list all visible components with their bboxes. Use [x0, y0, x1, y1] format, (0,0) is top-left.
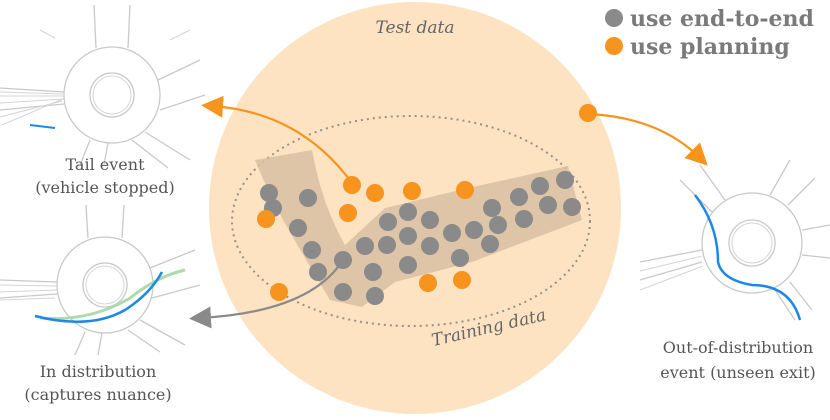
end-to-end-point	[483, 199, 501, 217]
end-to-end-point	[481, 235, 499, 253]
end-to-end-point	[399, 203, 417, 221]
ood-subtitle: event (unseen exit)	[660, 363, 815, 382]
ood-roundabout	[639, 159, 830, 321]
ood-planned-path	[694, 194, 802, 321]
legend-planning-label: use planning	[630, 34, 790, 60]
tail-event-roundabout	[0, 4, 206, 169]
end-to-end-point	[334, 283, 352, 301]
tail-event-path	[29, 124, 56, 129]
end-to-end-point	[399, 256, 417, 274]
end-to-end-point	[563, 198, 581, 216]
end-to-end-point	[443, 224, 461, 242]
end-to-end-point	[465, 221, 483, 239]
legend-end-to-end-marker	[605, 9, 623, 27]
end-to-end-point	[451, 249, 469, 267]
planning-point	[270, 283, 288, 301]
end-to-end-point	[364, 263, 382, 281]
legend-end-to-end-label: use end-to-end	[630, 6, 814, 32]
planning-point	[403, 182, 421, 200]
end-to-end-point	[303, 241, 321, 259]
end-to-end-point	[421, 211, 439, 229]
in-distribution-subtitle: (captures nuance)	[24, 385, 171, 404]
planning-point	[419, 274, 437, 292]
end-to-end-point	[515, 210, 533, 228]
end-to-end-point	[356, 237, 374, 255]
end-to-end-point	[378, 236, 396, 254]
in-distribution-planned-path	[34, 271, 164, 324]
in-distribution-arrow	[189, 259, 344, 329]
in-distribution-title: In distribution	[40, 362, 157, 381]
tail-event-arrow	[201, 95, 353, 184]
tail-event-subtitle: (vehicle stopped)	[35, 178, 175, 197]
planning-point	[343, 176, 361, 194]
end-to-end-point	[556, 171, 574, 189]
in-distribution-expert-path	[39, 268, 186, 321]
end-to-end-point	[260, 184, 278, 202]
planning-point	[257, 210, 275, 228]
end-to-end-point	[399, 227, 417, 245]
end-to-end-points	[260, 171, 581, 305]
training-data-region	[231, 115, 591, 327]
ood-title: Out-of-distribution	[663, 338, 813, 357]
end-to-end-point	[489, 216, 507, 234]
in-distribution-roundabout	[0, 204, 201, 356]
end-to-end-point	[299, 189, 317, 207]
end-to-end-point	[289, 219, 307, 237]
tail-event-title: Tail event	[66, 155, 146, 174]
end-to-end-point	[366, 287, 384, 305]
planning-point	[339, 204, 357, 222]
planning-point	[453, 271, 471, 289]
ood-event-arrow	[589, 112, 708, 166]
end-to-end-point	[510, 188, 528, 206]
end-to-end-point	[334, 251, 352, 269]
planning-point	[456, 181, 474, 199]
test-data-label: Test data	[375, 18, 454, 38]
end-to-end-point	[531, 177, 549, 195]
end-to-end-point	[421, 237, 439, 255]
legend-planning-marker	[605, 37, 623, 55]
planning-point	[366, 184, 384, 202]
end-to-end-point	[539, 196, 557, 214]
planning-point	[579, 104, 597, 122]
end-to-end-point	[379, 213, 397, 231]
planning-points	[257, 104, 597, 301]
end-to-end-point	[309, 263, 327, 281]
